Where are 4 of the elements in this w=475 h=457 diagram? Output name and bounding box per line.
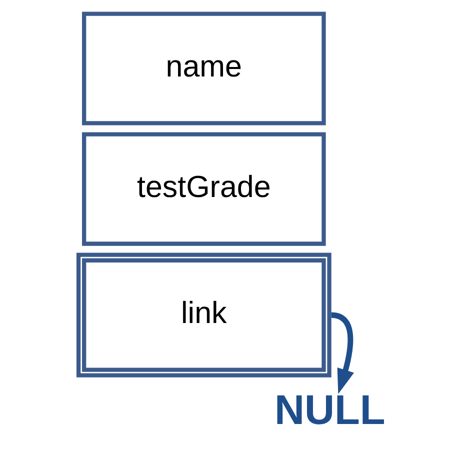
node-text: NULL (274, 386, 386, 433)
node-box: link (76, 252, 332, 378)
node-box: name (82, 12, 326, 126)
node-box: testGrade (82, 132, 326, 246)
